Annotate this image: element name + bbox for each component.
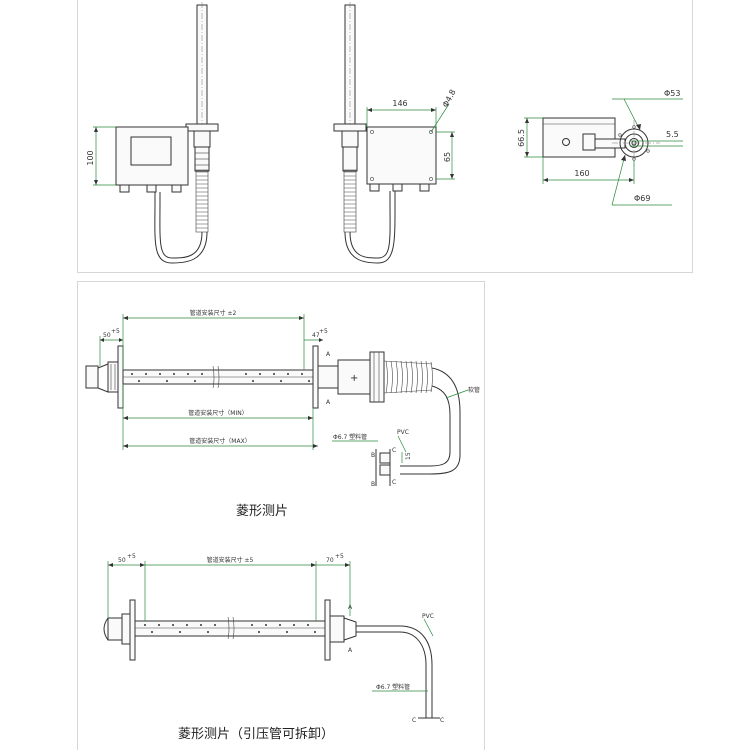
svg-text:+: +	[350, 373, 358, 384]
sec-c-right: C	[440, 717, 444, 724]
diamond-tube-label: Φ6.7 塑料管	[333, 433, 367, 441]
back-view: 146 Φ4.8 65	[333, 2, 458, 264]
diamond-right-dim: 47	[312, 332, 320, 339]
top-view-height-dim: 66.5	[517, 129, 526, 147]
hose-label: 软管	[468, 386, 480, 394]
top-view-base-dim: Φ69	[634, 194, 650, 203]
detach-left-dim: 50	[118, 557, 126, 564]
section-c-top: C	[392, 447, 396, 454]
diamond-pvc-label: PVC	[397, 429, 409, 436]
back-view-height-dim: 65	[443, 152, 452, 162]
section-a-bottom: A	[326, 399, 331, 406]
section-a-top: A	[326, 351, 331, 358]
section-c-bottom: C	[392, 479, 396, 486]
section-b-top: B	[371, 452, 375, 459]
probe-bar	[134, 620, 326, 637]
diamond-probe-caption: 菱形测片	[236, 504, 288, 519]
diamond-right-tol: +5	[319, 328, 328, 335]
display-window	[130, 136, 172, 166]
right-flange	[312, 345, 319, 409]
diamond-left-dim: 50	[103, 332, 111, 339]
top-views-drawing: 100 146 Φ4.8	[86, 2, 683, 264]
top-view-flange-dim: Φ53	[664, 89, 680, 98]
right-flange	[324, 599, 331, 661]
detach-pvc-label: PVC	[422, 613, 434, 620]
top-view-offset-dim: 5.5	[666, 130, 679, 139]
sec-a-top: A	[348, 604, 353, 611]
hose	[400, 367, 461, 475]
enclosure-box	[366, 126, 437, 185]
detach-tube-label: Φ6.7 塑料管	[376, 683, 410, 691]
diamond-probe-detachable-caption: 菱形测片（引压管可拆卸）	[178, 726, 334, 742]
diamond-pipe-max-dim: 管道安装尺寸（MAX）	[189, 437, 250, 445]
diamond-probe-detachable-drawing: C C A A 50 +5 管道安装尺寸 ±5 70 +5 PVC Φ6.7 塑…	[103, 553, 444, 724]
sec-a-bottom: A	[348, 647, 353, 654]
back-view-width-dim: 146	[392, 99, 407, 108]
diamond-left-tol: +5	[111, 328, 120, 335]
detach-pipe-dim: 管道安装尺寸 ±5	[207, 556, 254, 564]
side-view: 100	[86, 2, 219, 264]
side-view-height-dim: 100	[86, 150, 95, 165]
section-b-bottom: B	[371, 481, 375, 488]
spring-coil	[383, 360, 433, 394]
hose	[159, 192, 203, 259]
sec-c-left: C	[412, 717, 416, 724]
top-view-width-dim: 160	[574, 169, 589, 178]
pressure-tube	[356, 625, 433, 718]
top-view: 66.5 Φ53 5.5 160 Φ69	[517, 89, 683, 206]
detach-right-tol: +5	[335, 553, 344, 560]
diamond-pipe-top-dim: 管道安装尺寸 ±2	[190, 309, 237, 317]
left-flange	[117, 345, 124, 409]
diamond-probe-drawing: + 软管 B B C C A A 50 +5	[85, 309, 480, 488]
detach-left-tol: +5	[127, 553, 136, 560]
bottom-drawing-panel	[78, 282, 484, 750]
diamond-pipe-min-dim: 管道安装尺寸（MIN）	[188, 409, 247, 417]
diamond-15-dim: 15	[405, 452, 412, 460]
left-flange	[129, 599, 136, 661]
enclosure-box-top	[542, 117, 616, 158]
detach-right-dim: 70	[326, 557, 334, 564]
